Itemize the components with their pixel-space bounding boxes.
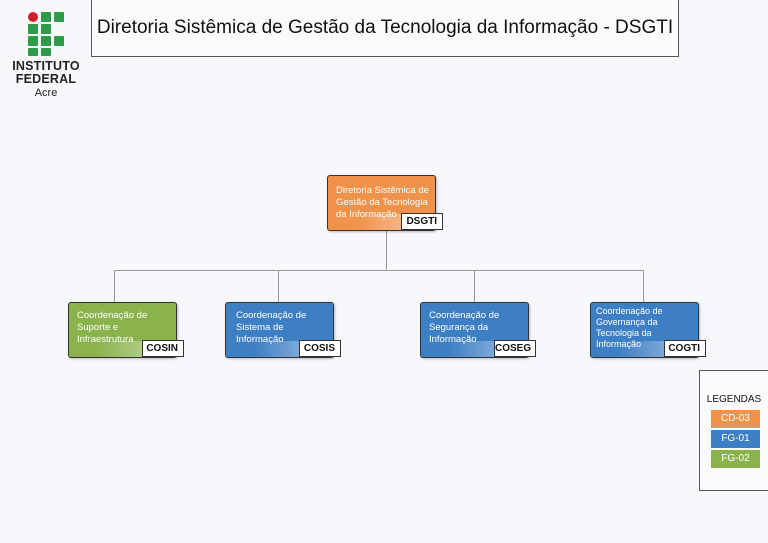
connector-horizontal: [114, 270, 644, 271]
node-coseg-label: Coordenação de Segurança da Informação: [429, 310, 500, 345]
node-cosis[interactable]: Coordenação de Sistema de Informação COS…: [225, 302, 341, 358]
node-cosin-label: Coordenação de Suporte e Infraestrutura: [77, 310, 148, 345]
logo-text-line1: INSTITUTO: [12, 59, 80, 73]
node-dsgti-code: DSGTI: [401, 213, 443, 230]
logo-text-line3: Acre: [34, 87, 58, 99]
connector-cogti: [643, 270, 644, 302]
legend-item-fg02: FG-02: [711, 450, 760, 468]
legend-item-cd03: CD-03: [711, 410, 760, 428]
node-cosin[interactable]: Coordenação de Suporte e Infraestrutura …: [68, 302, 184, 358]
node-cosin-code: COSIN: [142, 340, 184, 357]
node-cosis-code: COSIS: [299, 340, 341, 357]
connector-coseg: [474, 270, 475, 302]
connector-root-vertical: [386, 231, 387, 271]
node-cogti[interactable]: Coordenação de Governança da Tecnologia …: [590, 302, 706, 358]
page-title: Diretoria Sistêmica de Gestão da Tecnolo…: [91, 0, 679, 57]
connector-cosis: [278, 270, 279, 302]
legend-item-fg01: FG-01: [711, 430, 760, 448]
institution-logo: INSTITUTO FEDERAL Acre: [10, 10, 82, 100]
node-dsgti[interactable]: Diretoria Sistêmica de Gestão da Tecnolo…: [327, 175, 443, 231]
connector-cosin: [114, 270, 115, 302]
node-coseg[interactable]: Coordenação de Segurança da Informação C…: [420, 302, 536, 358]
logo-text-line2: FEDERAL: [15, 72, 77, 86]
node-coseg-code: COSEG: [494, 340, 536, 357]
node-cogti-code: COGTI: [664, 340, 706, 357]
legend: LEGENDAS CD-03 FG-01 FG-02: [699, 370, 768, 491]
legend-title: LEGENDAS: [706, 394, 762, 405]
node-cosis-label: Coordenação de Sistema de Informação: [236, 310, 307, 345]
logo-grid-icon: [28, 12, 64, 56]
